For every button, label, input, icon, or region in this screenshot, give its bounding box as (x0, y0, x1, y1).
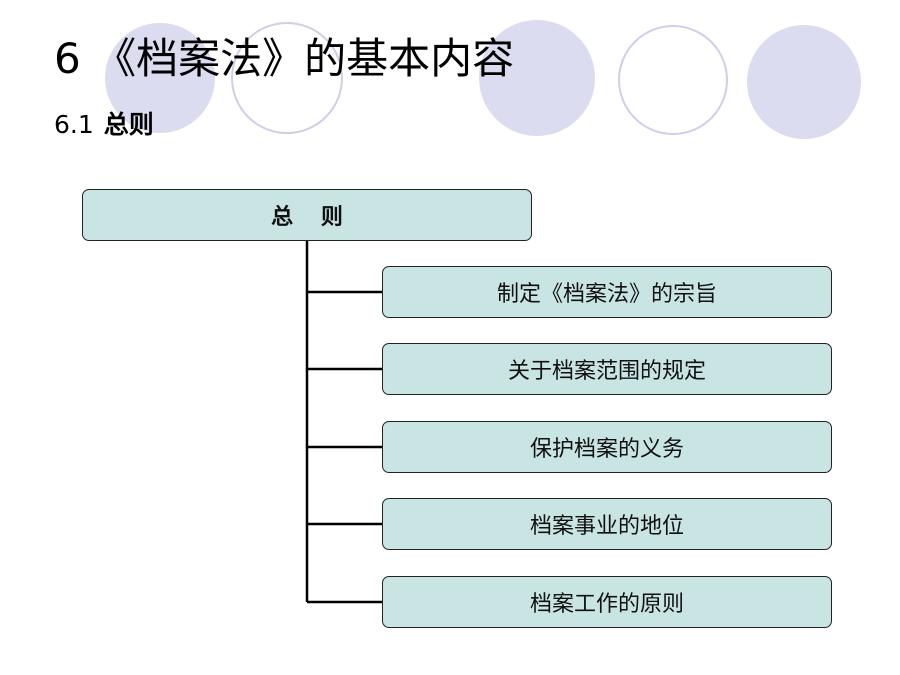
child-node-protection-duty: 保护档案的义务 (382, 421, 832, 473)
root-node-general-provisions: 总 则 (82, 189, 532, 241)
decor-circle-1 (105, 23, 215, 133)
slide-title: 6 《档案法》的基本内容 (54, 34, 515, 83)
child-node-purpose: 制定《档案法》的宗旨 (382, 266, 832, 318)
decor-circle-5 (747, 25, 861, 139)
child-node-undertaking-status: 档案事业的地位 (382, 498, 832, 550)
child-node-work-principles: 档案工作的原则 (382, 576, 832, 628)
decor-circle-3 (479, 20, 595, 136)
child-node-archive-scope: 关于档案范围的规定 (382, 343, 832, 395)
subtitle-text: 总则 (103, 110, 154, 139)
decor-circle-2 (231, 22, 343, 134)
slide-subtitle: 6.1 总则 (54, 110, 154, 140)
subtitle-number: 6.1 (54, 110, 94, 139)
decor-circle-4 (618, 25, 728, 135)
